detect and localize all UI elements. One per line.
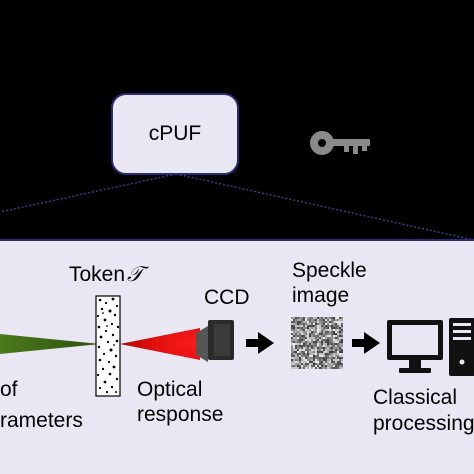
parameters-label: of rameters xyxy=(0,374,83,436)
token-label: Token𝒯 xyxy=(69,262,143,287)
monitor-icon xyxy=(387,320,443,373)
optical-response-label: Optical response xyxy=(137,377,223,427)
params-label-line1: of xyxy=(0,378,18,401)
arrow-speckle-to-computer xyxy=(352,332,380,354)
ccd-camera xyxy=(196,320,234,362)
speckle-image-label: Speckle image xyxy=(292,258,367,308)
classical-processing-label: Classical processing xyxy=(373,385,474,437)
computer-tower-icon xyxy=(449,318,474,376)
token-slab xyxy=(95,295,121,397)
optical-label-line2: response xyxy=(137,403,224,426)
cpuf-box xyxy=(111,93,239,175)
green-beam xyxy=(0,334,100,354)
params-label-line2: rameters xyxy=(0,409,83,432)
key-icon xyxy=(310,131,370,155)
speckle-label-line2: image xyxy=(292,284,350,307)
token-text: Token xyxy=(69,263,126,286)
speckle-label-line1: Speckle xyxy=(292,259,367,282)
speckle-image xyxy=(291,317,343,369)
cpuf-label: cPUF xyxy=(148,122,202,145)
classical-label-line1: Classical xyxy=(373,386,458,409)
connector-line-left xyxy=(0,173,177,213)
optical-label-line1: Optical xyxy=(137,378,203,401)
arrow-ccd-to-speckle xyxy=(246,332,274,354)
red-beam xyxy=(120,328,200,360)
ccd-label: CCD xyxy=(204,286,250,309)
classical-label-line2: processing xyxy=(373,412,474,435)
connector-line-right xyxy=(175,173,474,241)
token-symbol: 𝒯 xyxy=(127,262,144,286)
